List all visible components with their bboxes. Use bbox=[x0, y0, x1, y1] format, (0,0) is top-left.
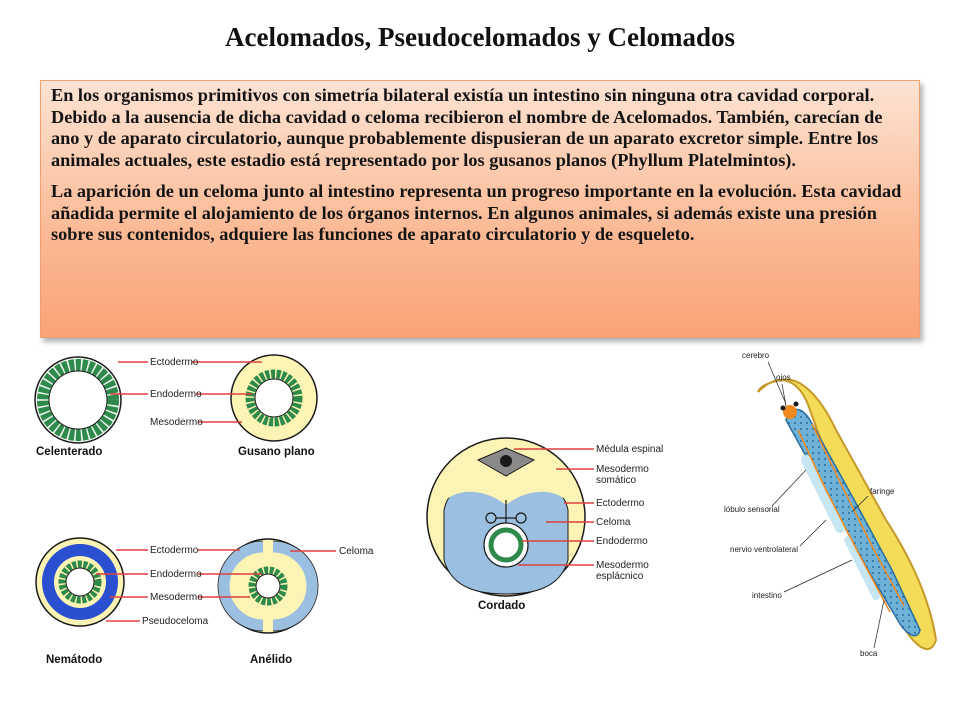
label-nervio-ventrolateral: nervio ventrolateral bbox=[730, 545, 798, 554]
caption-celenterado: Celenterado bbox=[36, 446, 102, 458]
label-pseudoceloma: Pseudoceloma bbox=[142, 616, 209, 627]
paragraph-2: La aparición de un celoma junto al intes… bbox=[51, 181, 902, 244]
label-somatico: somático bbox=[596, 475, 636, 486]
label-celoma-cordado: Celoma bbox=[596, 517, 631, 528]
label-endodermo-cordado: Endodermo bbox=[596, 536, 648, 547]
flatworm-labels: cerebro ojos lóbulo sensorial nervio ven… bbox=[724, 351, 895, 658]
label-faringe: faringe bbox=[870, 487, 895, 496]
caption-nematodo: Nemátodo bbox=[46, 654, 102, 666]
label-intestino: intestino bbox=[752, 591, 782, 600]
cordado-figure: Cordado bbox=[426, 437, 586, 612]
label-celoma-anelido: Celoma bbox=[339, 546, 374, 557]
top-labels: Ectodermo Endodermo Mesodermo Celenterad… bbox=[36, 357, 315, 458]
label-mesodermo-bottom: Mesodermo bbox=[150, 592, 203, 603]
label-mesodermo-somatico: Mesodermo bbox=[596, 464, 649, 475]
page-title: Acelomados, Pseudocelomados y Celomados bbox=[225, 22, 735, 52]
label-lobulo-sensorial: lóbulo sensorial bbox=[724, 505, 780, 514]
label-boca: boca bbox=[860, 649, 878, 658]
label-ectodermo-cordado: Ectodermo bbox=[596, 498, 645, 509]
label-ectodermo-bottom: Ectodermo bbox=[150, 545, 199, 556]
label-ectodermo-top: Ectodermo bbox=[150, 357, 199, 368]
caption-anelido: Anélido bbox=[250, 654, 292, 666]
paragraph-1: En los organismos primitivos con simetrí… bbox=[51, 85, 883, 170]
cordado-labels: Médula espinal Mesodermo somático Ectode… bbox=[514, 444, 663, 582]
label-cerebro: cerebro bbox=[742, 351, 770, 360]
label-esplacnico: esplácnico bbox=[596, 571, 644, 582]
label-endodermo-bottom: Endodermo bbox=[150, 569, 202, 580]
label-ojos: ojos bbox=[776, 373, 791, 382]
caption-gusano-plano: Gusano plano bbox=[238, 446, 315, 458]
label-mesodermo-top: Mesodermo bbox=[150, 417, 203, 428]
label-mesodermo-esplacnico: Mesodermo bbox=[596, 560, 649, 571]
label-endodermo-top: Endodermo bbox=[150, 389, 202, 400]
caption-cordado: Cordado bbox=[478, 600, 525, 612]
bottom-labels: Ectodermo Endodermo Mesodermo Pseudocelo… bbox=[46, 545, 374, 666]
flatworm-figure bbox=[757, 378, 938, 651]
gusano-plano-figure bbox=[230, 354, 318, 442]
label-medula-espinal: Médula espinal bbox=[596, 444, 663, 455]
celenterado-figure bbox=[34, 356, 122, 444]
text-box: En los organismos primitivos con simetrí… bbox=[40, 80, 920, 338]
nematodo-figure bbox=[35, 537, 125, 627]
anelido-figure bbox=[217, 538, 319, 634]
